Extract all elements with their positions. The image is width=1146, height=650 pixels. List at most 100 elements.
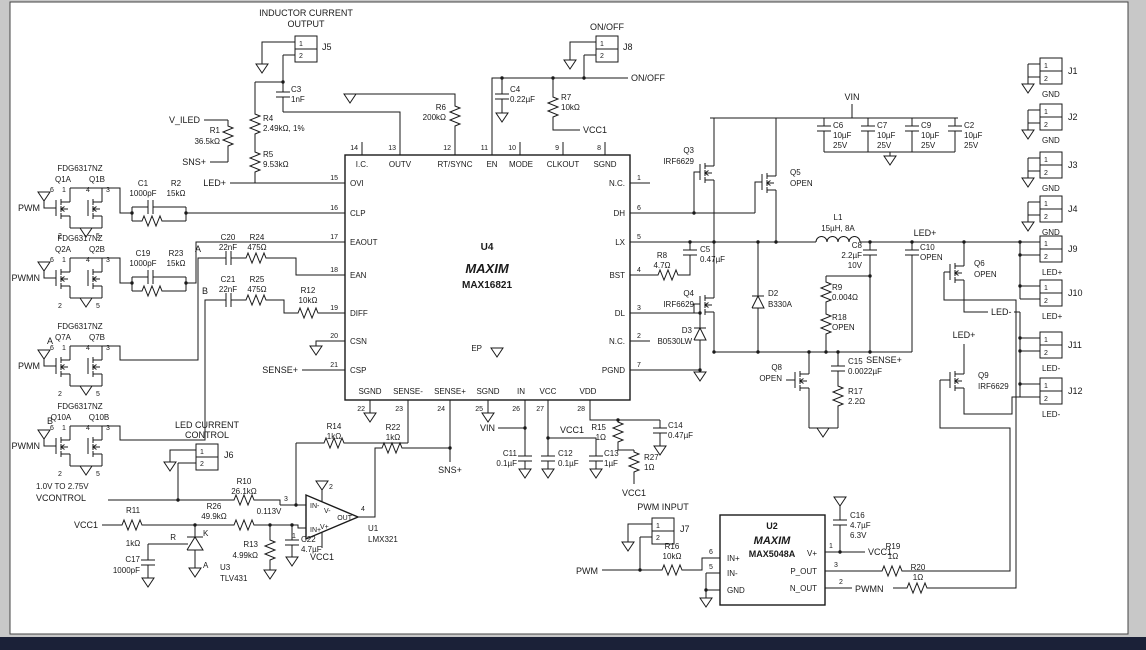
- label-u4-en: EN: [486, 160, 497, 169]
- label-t-output: OUTPUT: [288, 19, 326, 29]
- label-u4-nc1: N.C.: [609, 179, 625, 188]
- label-ref-r19: R19: [886, 542, 901, 551]
- label-net-0113v: 0.113V: [257, 507, 282, 516]
- label-q1-6: 6: [50, 187, 54, 194]
- label-u4-nc2: N.C.: [609, 337, 625, 346]
- label-u4-sgnd25: SGND: [476, 387, 499, 396]
- label-val-r1: 36.5kΩ: [194, 137, 220, 146]
- label-q7-5: 5: [96, 391, 100, 398]
- label-q2-3: 3: [106, 257, 110, 264]
- label-ref-r25: R25: [250, 275, 265, 284]
- label-u4-sgnd22: SGND: [358, 387, 381, 396]
- label-q7-3: 3: [106, 345, 110, 352]
- label-q7-1: 1: [62, 345, 66, 352]
- u1-opamp-symbol: [305, 493, 360, 541]
- label-u4-p15: 15: [330, 175, 338, 182]
- label-net-vin-1: VIN: [844, 92, 859, 102]
- label-val-c9b: 25V: [921, 141, 936, 150]
- label-ref-q9: Q9: [978, 371, 989, 380]
- label-u2-p2: 2: [839, 579, 843, 586]
- label-net-sensep-1: SENSE+: [262, 365, 298, 375]
- label-ref-r27: R27: [644, 453, 659, 462]
- label-u4-sensep: SENSE+: [434, 387, 466, 396]
- label-val-r24: 475Ω: [247, 243, 266, 252]
- label-j8-1: 1: [600, 41, 604, 48]
- label-ref-r11: R11: [126, 506, 141, 515]
- label-j6-2: 2: [200, 461, 204, 468]
- label-ref-c5: C5: [700, 245, 711, 254]
- label-part-u1: LMX321: [368, 535, 398, 544]
- label-val-r17: 2.2Ω: [848, 397, 865, 406]
- label-ref-c14: C14: [668, 421, 683, 430]
- label-u4-dh: DH: [613, 209, 625, 218]
- label-j3-1: 1: [1044, 157, 1048, 164]
- label-u4-p28: 28: [577, 406, 585, 413]
- label-u4-ean: EAN: [350, 271, 367, 280]
- label-ref-r7: R7: [561, 93, 572, 102]
- label-ref-r1: R1: [210, 126, 221, 135]
- label-u1-p3: 3: [284, 496, 288, 503]
- label-val-c13: 1µF: [604, 459, 618, 468]
- label-ref-c21: C21: [221, 275, 236, 284]
- label-u3-a: A: [203, 561, 209, 570]
- label-ref-c19: C19: [136, 249, 151, 258]
- label-net-vcc1-1: VCC1: [583, 125, 607, 135]
- wires-bottom-right: [602, 506, 905, 598]
- label-val-c2a: 10µF: [964, 131, 983, 140]
- label-q7-4: 4: [86, 345, 90, 352]
- label-val-c19: 1000pF: [129, 259, 156, 268]
- label-u4-p8: 8: [597, 145, 601, 152]
- label-val-d3: B0530LW: [657, 337, 692, 346]
- label-q7-6: 6: [50, 345, 54, 352]
- label-ref-d3: D3: [682, 326, 693, 335]
- label-val-c17: 1000pF: [113, 566, 140, 575]
- label-u4-p25: 25: [475, 406, 483, 413]
- label-j5-2: 2: [299, 53, 303, 60]
- label-t-inductor-current: INDUCTOR CURRENT: [259, 8, 353, 18]
- label-u4-p4: 4: [637, 267, 641, 274]
- label-net-sensep-2: SENSE+: [866, 355, 902, 365]
- label-q1-1: 1: [62, 187, 66, 194]
- label-net-onoff-1: ON/OFF: [631, 73, 665, 83]
- label-val-r4: 2.49kΩ, 1%: [263, 124, 305, 133]
- label-u4-p10: 10: [508, 145, 516, 152]
- label-ref-c16: C16: [850, 511, 865, 520]
- label-u4-p5: 5: [637, 234, 641, 241]
- label-u2-vp: V+: [807, 549, 817, 558]
- wires-left-groups: [43, 187, 345, 467]
- label-q1-3: 3: [106, 187, 110, 194]
- label-ref-q7a: Q7A: [55, 333, 72, 342]
- label-ref-q10b: Q10B: [89, 413, 109, 422]
- label-u4-p2: 2: [637, 333, 641, 340]
- label-ref-c12: C12: [558, 449, 573, 458]
- label-val-c14: 0.47µF: [668, 431, 693, 440]
- label-net-vctl-1: 1.0V TO 2.75V: [36, 482, 89, 491]
- label-u4-vdd: VDD: [580, 387, 597, 396]
- label-net-pwm-3: PWM: [576, 566, 598, 576]
- label-val-r20: 1Ω: [913, 573, 923, 582]
- label-net-ledp-1: LED+: [203, 178, 226, 188]
- label-u4-clp: CLP: [350, 209, 366, 218]
- label-q10-5: 5: [96, 471, 100, 478]
- label-u4-mode: MODE: [509, 160, 533, 169]
- label-ref-c2: C2: [964, 121, 975, 130]
- label-u2-gnd: GND: [727, 586, 745, 595]
- label-q10-2: 2: [58, 471, 62, 478]
- label-val-c6a: 10µF: [833, 131, 852, 140]
- label-j6-1: 1: [200, 449, 204, 456]
- label-u4-p7: 7: [637, 362, 641, 369]
- label-u1-out: OUT: [337, 515, 353, 522]
- label-j11-1: 1: [1044, 337, 1048, 344]
- label-ref-j9: J9: [1068, 244, 1078, 254]
- label-ref-fdg2: FDG6317NZ: [57, 234, 102, 243]
- label-u4-sgnd8: SGND: [593, 160, 616, 169]
- label-ref-r22: R22: [386, 423, 401, 432]
- label-u4-rtsync: RT/SYNC: [438, 160, 473, 169]
- label-u2-nout: N_OUT: [790, 584, 817, 593]
- label-ref-c8: C8: [852, 241, 863, 250]
- label-net-b-2: B: [47, 416, 53, 426]
- label-j11-2: 2: [1044, 350, 1048, 357]
- label-net-vin-2: VIN: [480, 423, 495, 433]
- label-u2-pout: P_OUT: [790, 567, 817, 576]
